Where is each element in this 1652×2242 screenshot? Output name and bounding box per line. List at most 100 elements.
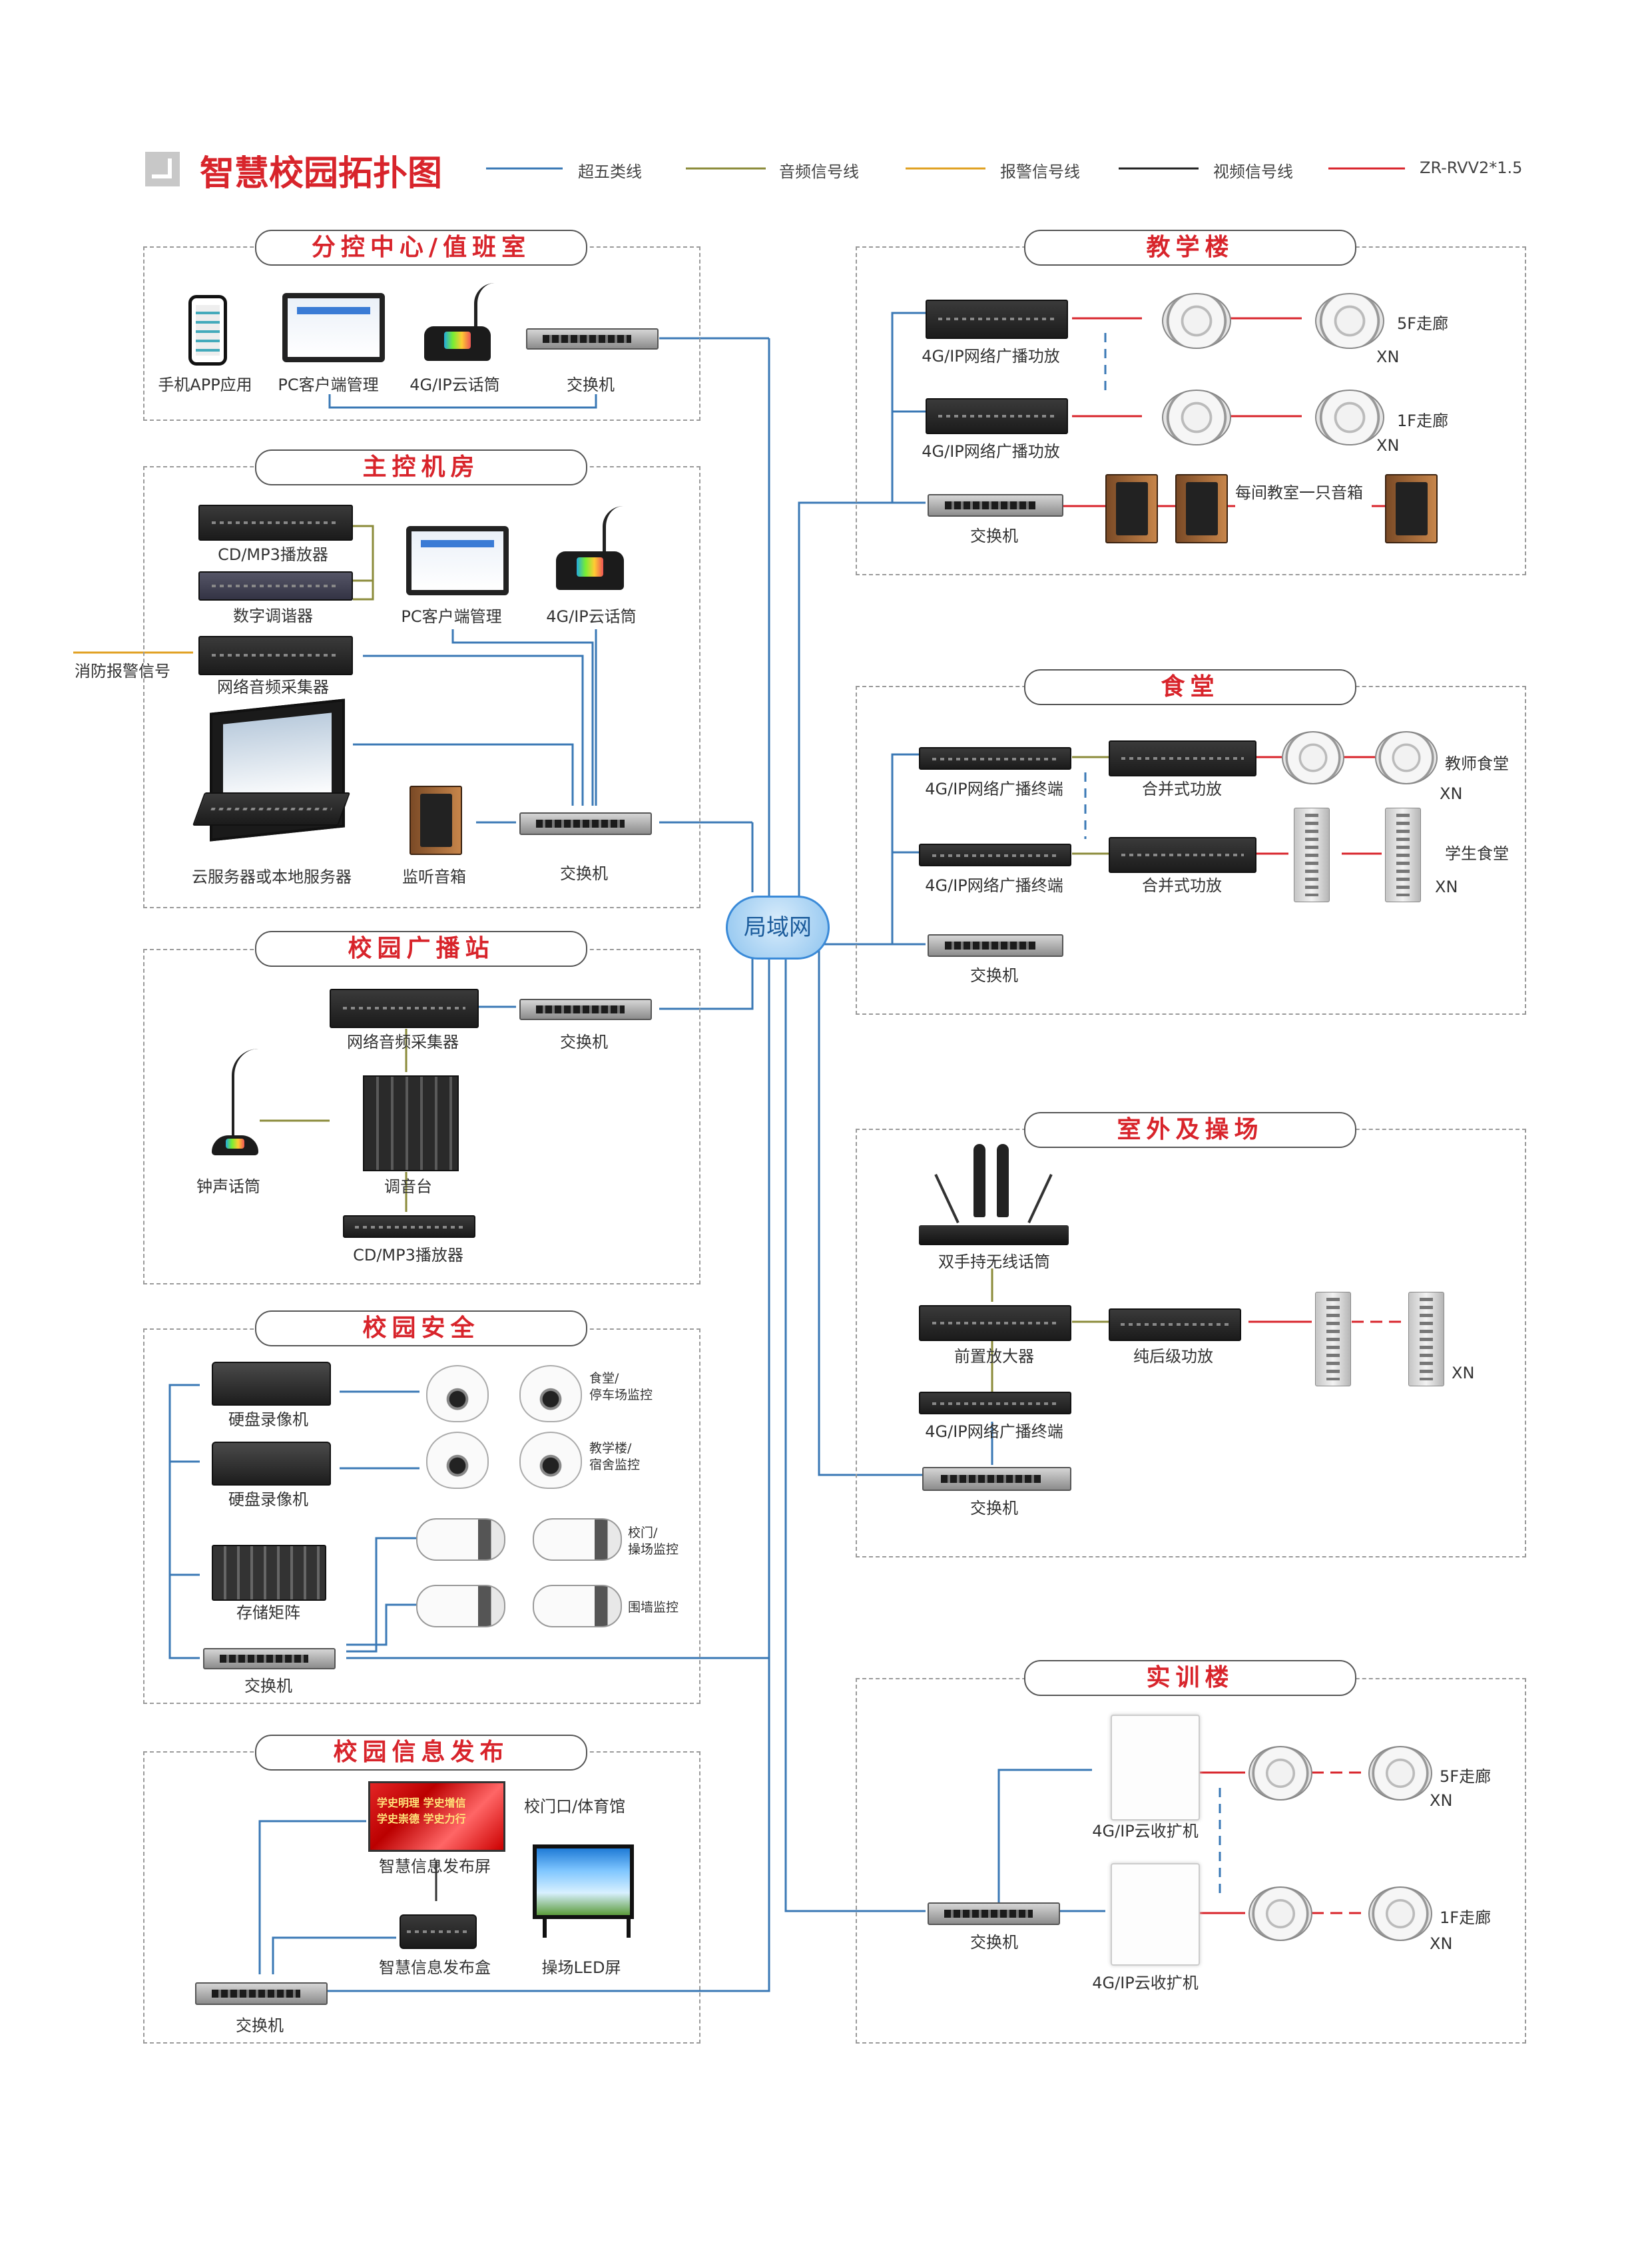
bullet-camera-icon [533,1518,622,1561]
pill-broadcast-station: 校园广播站 [255,931,587,967]
label-xn: XN [1452,1364,1475,1382]
label-mic: 4G/IP云话筒 [546,607,637,626]
cd-player-icon [343,1215,475,1238]
legend-alarm: 报警信号线 [1000,162,1080,181]
label-mixer: 调音台 [384,1177,432,1196]
label-term2: 4G/IP网络广播终端 [925,876,1063,895]
ceiling-speaker-icon [1248,1746,1312,1801]
mixer-icon [363,1075,459,1171]
label-cam-group4: 围墙监控 [628,1600,679,1615]
broadcast-terminal-icon [919,747,1071,770]
cloud-mic-icon [556,551,624,590]
label-monitor-speaker: 监听音箱 [402,868,466,886]
ceiling-speaker-icon [1162,390,1231,445]
label-amp2: 合并式功放 [1142,876,1222,895]
switch-icon [519,999,652,1020]
classroom-speaker-icon [1105,474,1158,543]
switch-icon [203,1648,336,1669]
storage-array-icon [212,1545,326,1601]
bell-mic-stem-icon [232,1049,274,1142]
pill-teaching: 教学楼 [1024,230,1356,266]
label-xn2: XN [1430,1934,1453,1953]
pill-canteen: 食堂 [1024,669,1356,705]
collector-icon [330,989,479,1028]
label-student: 学生食堂 [1445,844,1509,863]
label-cam-group1: 食堂/ 停车场监控 [589,1371,653,1402]
ceiling-speaker-icon [1248,1886,1312,1941]
wireless-mic-handheld-icon [997,1144,1009,1217]
ceiling-speaker-icon [1315,390,1384,445]
label-switch: 交换机 [970,1933,1018,1952]
switch-icon [928,1902,1060,1925]
mic-stem-icon [603,506,623,553]
pill-training: 实训楼 [1024,1660,1356,1696]
column-speaker-icon [1315,1292,1351,1386]
switch-icon [928,494,1063,517]
label-smart-screen: 智慧信息发布屏 [379,1857,491,1876]
corner-arrow-icon [145,152,180,186]
label-server: 云服务器或本地服务器 [192,868,352,886]
classroom-speaker-icon [1175,474,1228,543]
label-ext2: 4G/IP云收扩机 [1092,1974,1199,1992]
monitor-speaker-icon [410,786,462,855]
led-legs [543,1918,631,1938]
label-power-amp: 纯后级功放 [1133,1347,1213,1366]
label-term1: 4G/IP网络广播终端 [925,780,1063,798]
label-screen-location: 校门口/体育馆 [524,1797,626,1816]
mic-stem-icon [474,283,495,330]
label-teacher: 教师食堂 [1445,754,1509,773]
nvr-icon [212,1362,331,1406]
label-mic: 4G/IP云话筒 [410,376,500,394]
wireless-mic-handheld-icon [973,1144,985,1217]
label-amp2: 4G/IP网络广播功放 [922,442,1060,461]
ceiling-speaker-icon [1162,293,1231,349]
phone-icon [188,295,227,366]
label-switch: 交换机 [970,1499,1018,1518]
collector-icon [198,636,353,675]
label-xn2: XN [1435,878,1458,896]
cloud-extender-icon [1111,1715,1200,1821]
cd-player-icon [198,505,353,541]
switch-icon [195,1982,328,2005]
mixing-amp-icon [1109,837,1256,873]
bell-mic-icon [212,1135,258,1155]
lan-label: 局域网 [744,914,812,941]
label-terminal: 4G/IP网络广播终端 [925,1422,1063,1441]
label-nvr1: 硬盘录像机 [228,1410,308,1429]
cloud-mic-icon [424,326,491,361]
column-speaker-icon [1408,1292,1444,1386]
preamp-icon [919,1305,1071,1341]
ceiling-speaker-icon [1282,731,1344,784]
label-switch: 交换机 [970,966,1018,985]
pc-icon [282,293,385,362]
label-switch: 交换机 [567,376,615,394]
ceiling-speaker-icon [1315,293,1384,349]
label-ext1: 4G/IP云收扩机 [1092,1822,1199,1840]
label-amp1: 4G/IP网络广播功放 [922,347,1060,366]
bullet-camera-icon [533,1585,622,1627]
pill-info-release: 校园信息发布 [255,1735,587,1771]
label-storage: 存储矩阵 [236,1603,300,1622]
dome-camera-icon [519,1365,582,1422]
pill-branch-control: 分控中心/值班室 [255,230,587,266]
wireless-mic-receiver-icon [919,1225,1069,1245]
label-led: 操场LED屏 [541,1958,621,1977]
release-box-icon [400,1914,477,1949]
label-pc: PC客户端管理 [278,376,379,394]
label-floor5: 5F走廊 [1397,314,1449,333]
smart-screen-text: 学史明理 学史增信 学史崇德 学史力行 [377,1797,466,1825]
label-floor1: 1F走廊 [1397,412,1449,430]
pill-main-room: 主控机房 [255,449,587,485]
ceiling-speaker-icon [1368,1746,1432,1801]
pc-icon [406,526,509,595]
broadcast-amp-icon [926,398,1068,434]
label-cd: CD/MP3播放器 [218,545,328,564]
label-xn1: XN [1440,784,1463,803]
label-nvr2: 硬盘录像机 [228,1490,308,1509]
classroom-speaker-icon [1385,474,1438,543]
keyboard-tray-icon [192,792,351,826]
label-floor1: 1F走廊 [1440,1908,1492,1927]
nvr-icon [212,1442,331,1486]
pill-outdoor: 室外及操场 [1024,1112,1356,1148]
